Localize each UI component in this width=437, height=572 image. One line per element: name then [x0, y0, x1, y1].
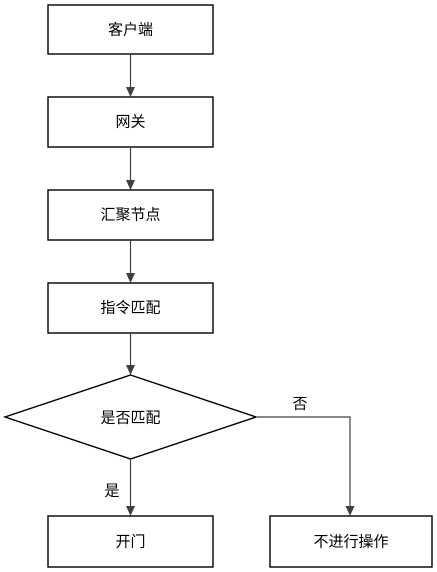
- arrowhead-icon: [126, 273, 135, 283]
- node-gateway: 网关: [47, 96, 214, 148]
- edge-client-to-gateway: [126, 54, 135, 97]
- node-no-operation-box: [269, 515, 433, 568]
- arrowhead-icon: [126, 506, 135, 516]
- node-open-door-label: 开门: [115, 533, 145, 551]
- edge-decision-no-line: [256, 416, 351, 507]
- node-open-door-box: [47, 515, 214, 568]
- arrowhead-icon: [126, 180, 135, 190]
- node-no-operation-label: 不进行操作: [313, 533, 388, 551]
- node-aggregation-label: 汇聚节点: [100, 206, 160, 224]
- node-command-match-label: 指令匹配: [100, 299, 160, 317]
- edge-aggregation-to-command-match: [126, 240, 135, 283]
- arrowhead-icon: [345, 506, 355, 516]
- node-gateway-label: 网关: [115, 113, 145, 131]
- node-aggregation-box: [47, 189, 214, 241]
- node-gateway-box: [47, 96, 214, 148]
- node-aggregation: 汇聚节点: [47, 189, 214, 241]
- node-no-operation: 不进行操作: [269, 515, 433, 568]
- node-decision-label: 是否匹配: [100, 409, 160, 427]
- edge-decision-yes: 是: [104, 459, 135, 516]
- arrowhead-icon: [126, 87, 135, 97]
- edge-command-match-to-decision: [126, 333, 135, 375]
- edge-gateway-to-aggregation: [126, 147, 135, 190]
- node-client-label: 客户端: [108, 21, 153, 39]
- node-decision: 是否匹配: [2, 374, 259, 460]
- edge-no-label: 否: [292, 395, 307, 413]
- node-client-box: [47, 4, 214, 55]
- node-client: 客户端: [47, 4, 214, 55]
- node-command-match: 指令匹配: [47, 282, 214, 334]
- edge-yes-label: 是: [104, 482, 119, 500]
- arrowhead-icon: [126, 365, 135, 375]
- edge-decision-no: 否: [256, 395, 355, 516]
- node-open-door: 开门: [47, 515, 214, 568]
